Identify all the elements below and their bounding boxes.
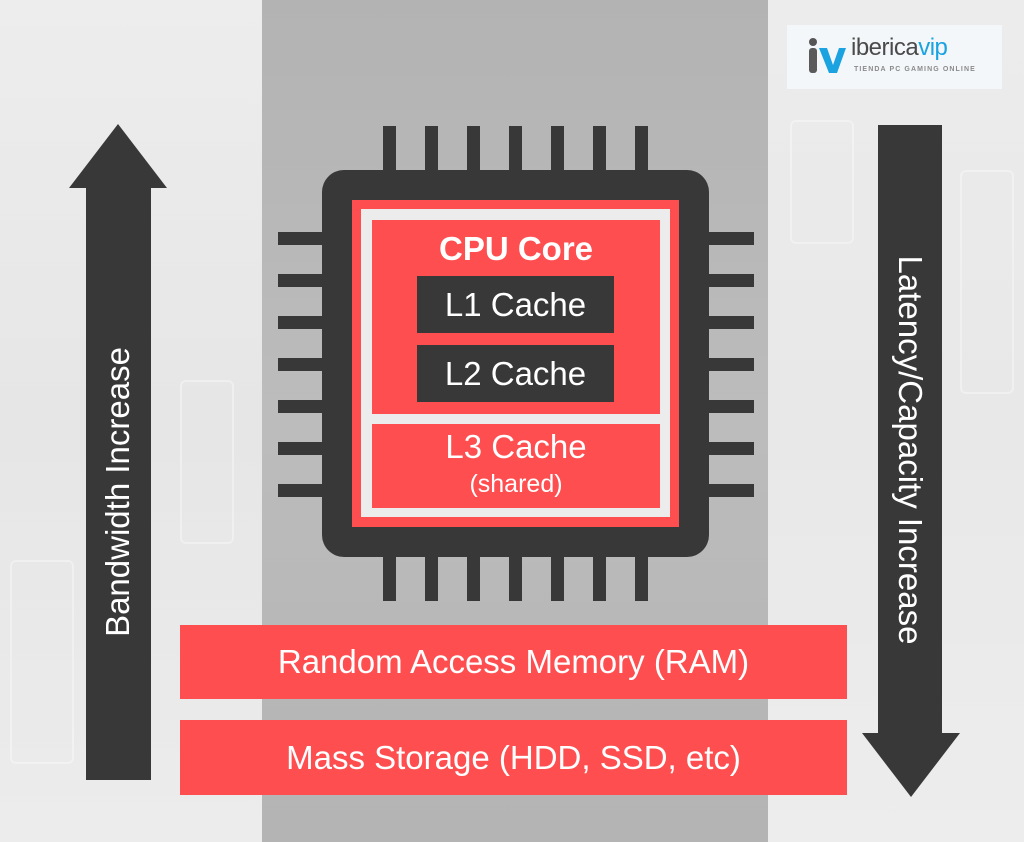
cpu-pin (551, 550, 564, 601)
cpu-pin (703, 316, 754, 329)
l1-cache-block: L1 Cache (417, 276, 614, 333)
cpu-pin (703, 358, 754, 371)
logo-tagline: TIENDA PC GAMING ONLINE (854, 66, 976, 73)
cpu-pin (278, 400, 328, 413)
cpu-pin (703, 484, 754, 497)
ram-block: Random Access Memory (RAM) (180, 625, 847, 699)
bandwidth-increase-label: Bandwidth Increase (99, 347, 136, 637)
l2-cache-block: L2 Cache (417, 345, 614, 402)
logo-brand-left: iberica (851, 34, 919, 61)
cpu-pin (278, 316, 328, 329)
cpu-pin (635, 550, 648, 601)
cpu-core-block: CPU Core L1 Cache L2 Cache (372, 220, 660, 414)
l3-cache-label: L3 Cache (445, 428, 587, 465)
cpu-pin (593, 550, 606, 601)
cpu-pin (425, 126, 438, 176)
cpu-pin (278, 232, 328, 245)
cpu-pin (703, 232, 754, 245)
iv-logo-icon (809, 38, 846, 73)
cpu-core-label: CPU Core (438, 230, 594, 267)
circuit-trace (180, 380, 234, 544)
circuit-trace (790, 120, 854, 244)
mass-storage-block: Mass Storage (HDD, SSD, etc) (180, 720, 847, 795)
cpu-pin (467, 550, 480, 601)
cpu-pin (551, 126, 564, 176)
latency-capacity-increase-label: Latency/Capacity Increase (892, 255, 929, 645)
cpu-pin (278, 442, 328, 455)
logo-brand-right: vip (918, 34, 948, 61)
circuit-trace (960, 170, 1014, 394)
arrow-down-icon (862, 125, 960, 797)
arrow-up-icon (69, 124, 167, 780)
l3-cache-block: L3 Cache (shared) (372, 424, 660, 508)
cpu-pin (383, 126, 396, 176)
cpu-pin (703, 400, 754, 413)
cpu-pin (278, 358, 328, 371)
cpu-pin (509, 126, 522, 176)
l3-cache-sublabel: (shared) (469, 470, 563, 498)
cpu-pin (593, 126, 606, 176)
cpu-pin (467, 126, 480, 176)
cpu-pin (278, 274, 328, 287)
cpu-pin (509, 550, 522, 601)
logo-brand-text: ibericavip (851, 34, 948, 62)
circuit-trace (10, 560, 74, 764)
cpu-pin (425, 550, 438, 601)
ibericavip-logo[interactable]: ibericavip TIENDA PC GAMING ONLINE (787, 25, 1002, 89)
cpu-pin (703, 442, 754, 455)
cpu-pin (635, 126, 648, 176)
cpu-pin (278, 484, 328, 497)
cpu-pin (703, 274, 754, 287)
cpu-pin (383, 550, 396, 601)
